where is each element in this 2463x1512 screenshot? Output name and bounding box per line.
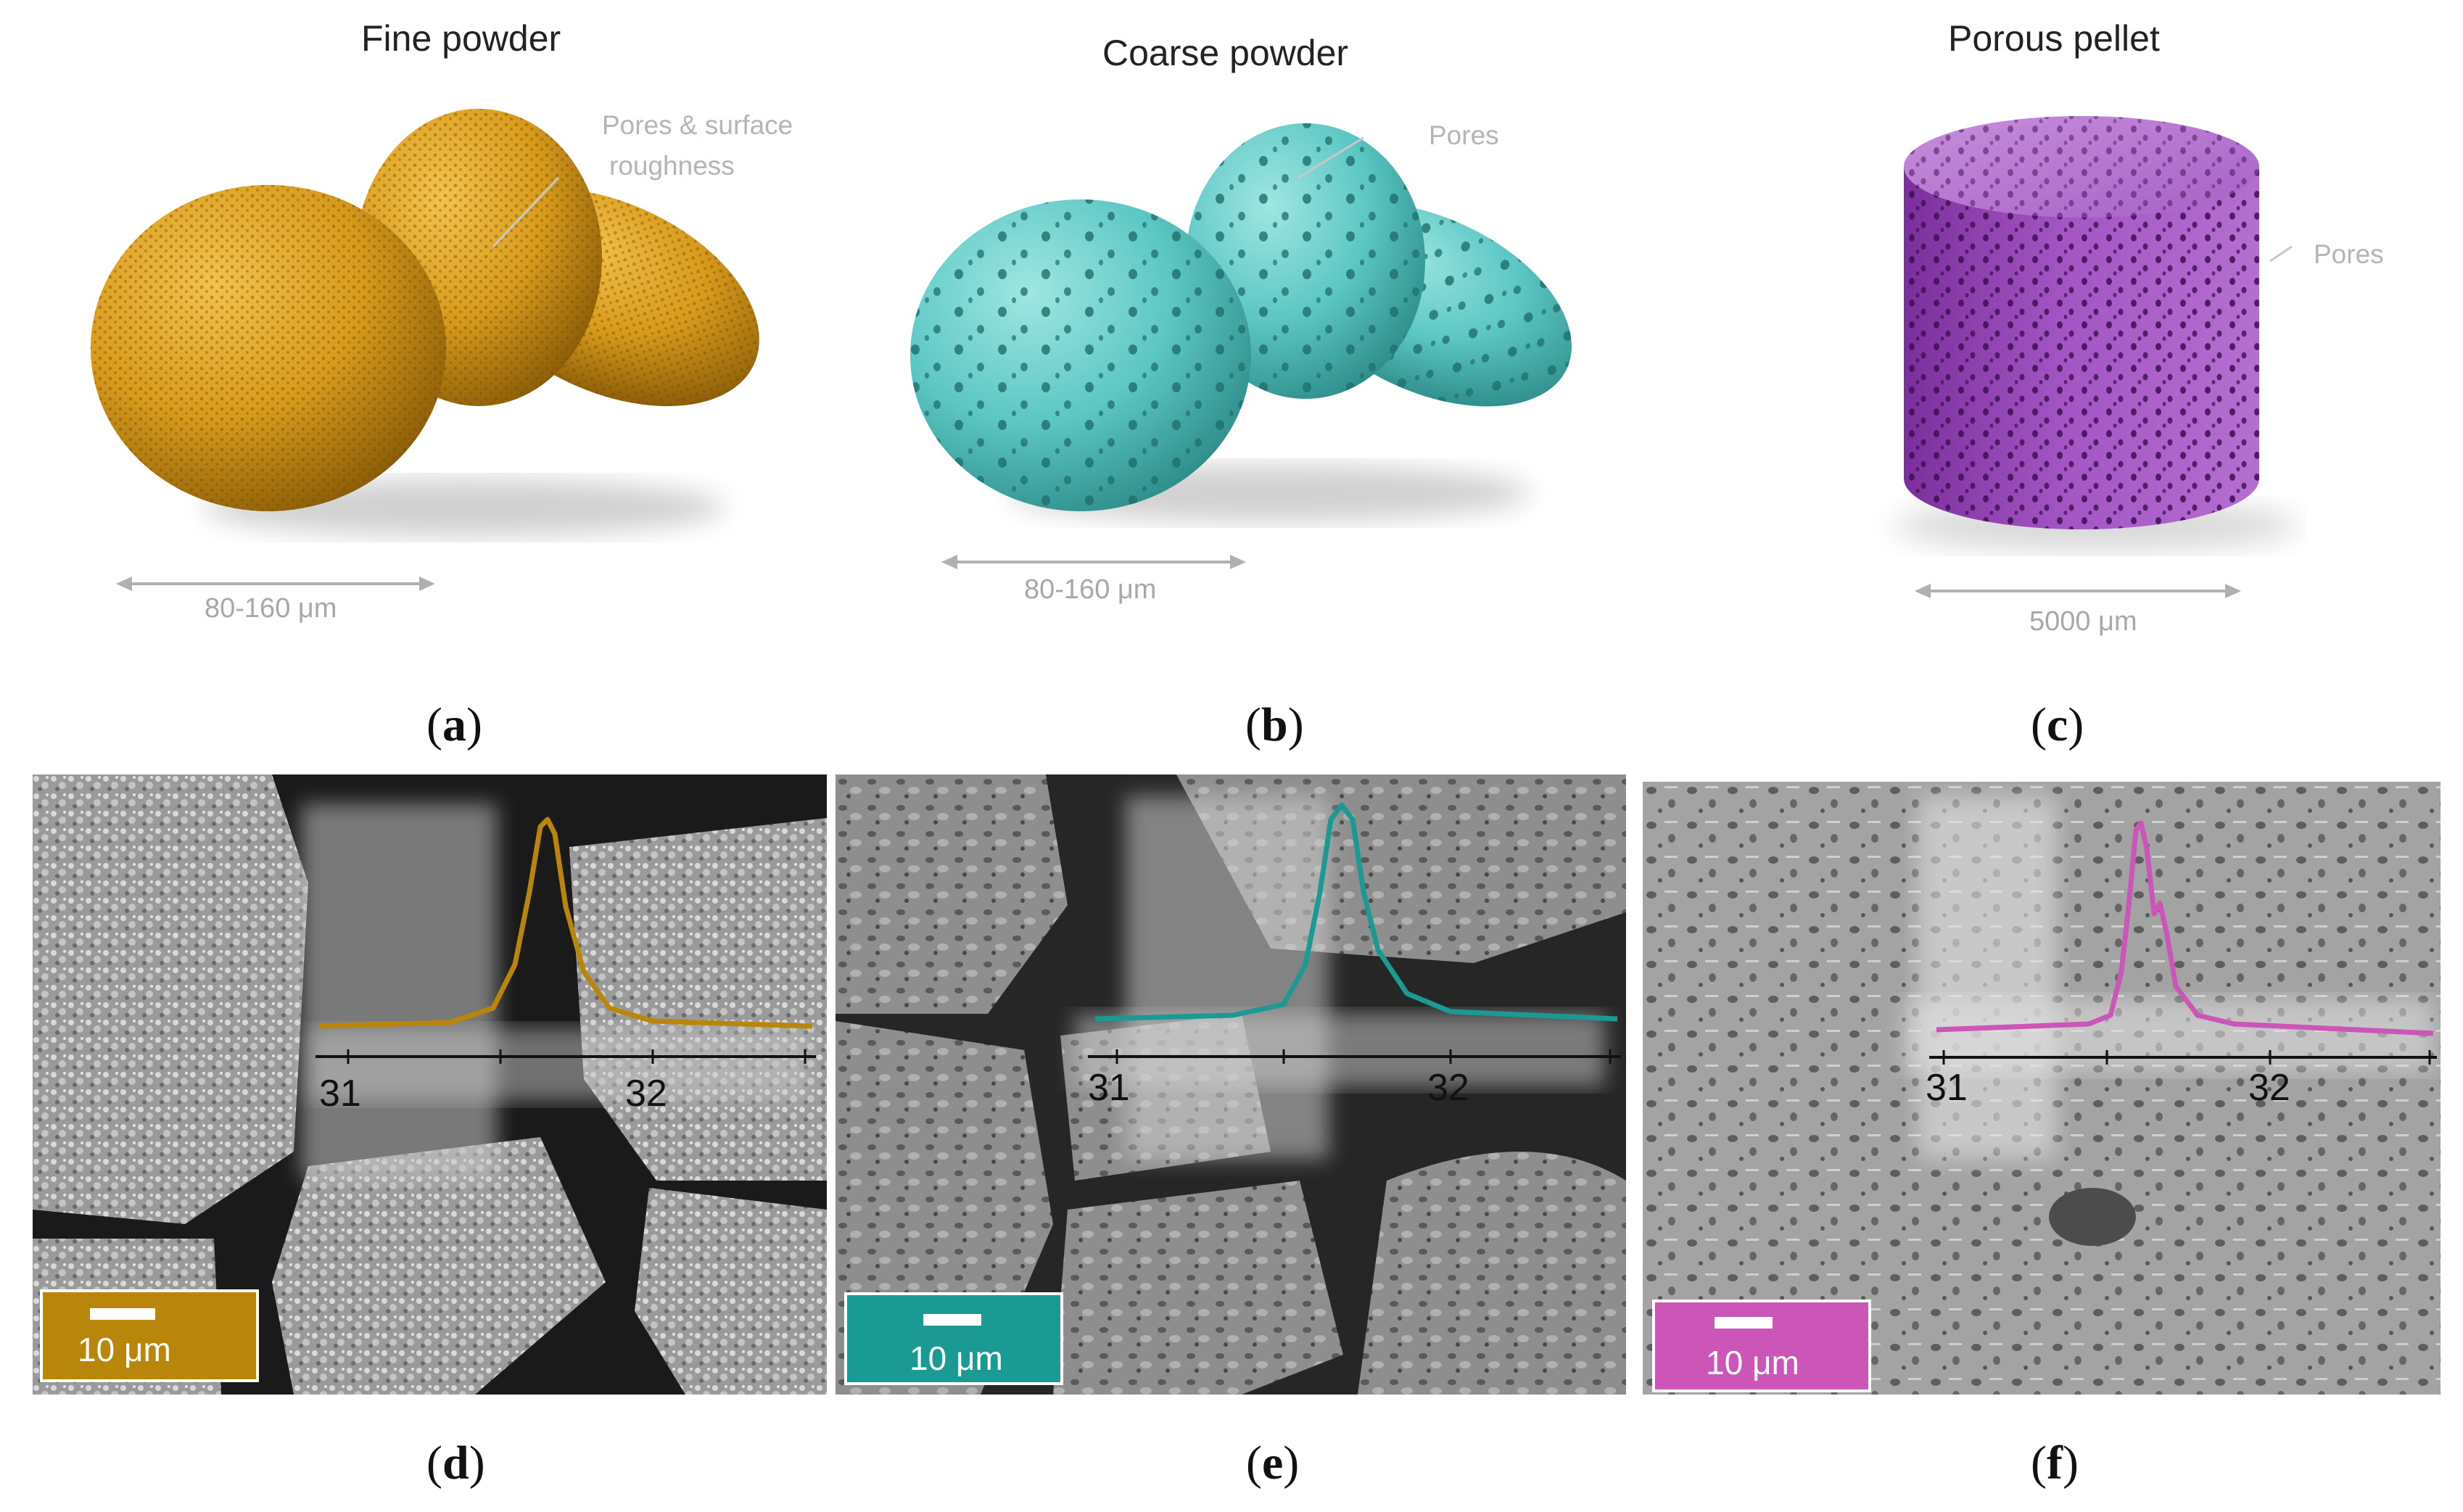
sem-image-porous-pellet — [1643, 782, 2441, 1395]
panel-f-tick-31: 31 — [1926, 1067, 1968, 1109]
panel-f-scale-bar — [1715, 1317, 1773, 1329]
panel-d-scale-text: 10 μm — [78, 1331, 171, 1368]
panel-b-title: Coarse powder — [1102, 33, 1349, 73]
panel-e-spectrum-axis — [1088, 802, 1621, 1064]
panel-b-dimension-arrow — [941, 555, 1246, 569]
fine-powder-particles-illustration — [91, 109, 759, 537]
panel-c-title: Porous pellet — [1948, 18, 2160, 59]
panel-f-scale-text: 10 μm — [1706, 1344, 1799, 1381]
panel-f-tick-32: 32 — [2248, 1067, 2290, 1109]
panel-e-letter: e — [1261, 1437, 1284, 1490]
panel-f-scale-box: 10 μm — [1652, 1300, 1871, 1392]
panel-e-scale-text: 10 μm — [909, 1339, 1003, 1377]
porous-pellet-illustration — [1893, 116, 2299, 551]
panel-a-dimension-label: 80-160 μm — [205, 593, 337, 624]
sem-image-coarse-powder — [836, 774, 1626, 1395]
panel-a-letter: a — [442, 698, 466, 751]
panel-e-tick-31: 31 — [1088, 1067, 1130, 1109]
panel-c-label: (c) — [2031, 698, 2084, 751]
panel-d-tick-31: 31 — [319, 1073, 361, 1115]
panel-e-scale-box: 10 μm — [844, 1292, 1063, 1385]
panel-f-letter: f — [2046, 1437, 2063, 1490]
panel-e-tick-32: 32 — [1427, 1067, 1469, 1109]
sem-image-fine-powder — [33, 774, 827, 1395]
panel-b-annotation: Pores — [1429, 120, 1499, 150]
panel-a-dimension-arrow — [116, 577, 435, 591]
panel-c-letter: c — [2046, 698, 2068, 751]
panel-b-letter: b — [1261, 698, 1288, 751]
panel-a-annotation-line2: roughness — [609, 151, 735, 181]
panel-d-tick-32: 32 — [625, 1073, 667, 1115]
panel-e-label: (e) — [1246, 1437, 1300, 1490]
panel-d-spectrum-axis — [315, 817, 816, 1064]
panel-b-label: (b) — [1245, 698, 1304, 751]
panel-d-spectrum-curve — [318, 817, 813, 1029]
panel-c-annotation: Pores — [2314, 239, 2384, 269]
panel-d-scale-box: 10 μm — [40, 1289, 259, 1382]
panel-d-letter: d — [442, 1437, 469, 1490]
panel-d-scale-bar — [90, 1308, 155, 1320]
panel-f-spectrum-curve — [1936, 820, 2434, 1036]
panel-d-label: (d) — [426, 1437, 485, 1490]
panel-a-label: (a) — [426, 698, 482, 751]
panel-e-spectrum-curve — [1094, 802, 1618, 1022]
panel-c-dimension-arrow — [1915, 584, 2241, 598]
panel-a-title: Fine powder — [361, 18, 561, 59]
panel-a-annotation-line1: Pores & surface — [602, 110, 793, 140]
panel-f-spectrum-axis — [1929, 820, 2437, 1065]
panel-c-dimension-label: 5000 μm — [2029, 606, 2137, 637]
panel-e-scale-bar — [923, 1314, 981, 1326]
panel-f-label: (f) — [2031, 1437, 2079, 1490]
coarse-powder-particles-illustration — [910, 123, 1572, 522]
panel-b-dimension-label: 80-160 μm — [1024, 574, 1157, 605]
